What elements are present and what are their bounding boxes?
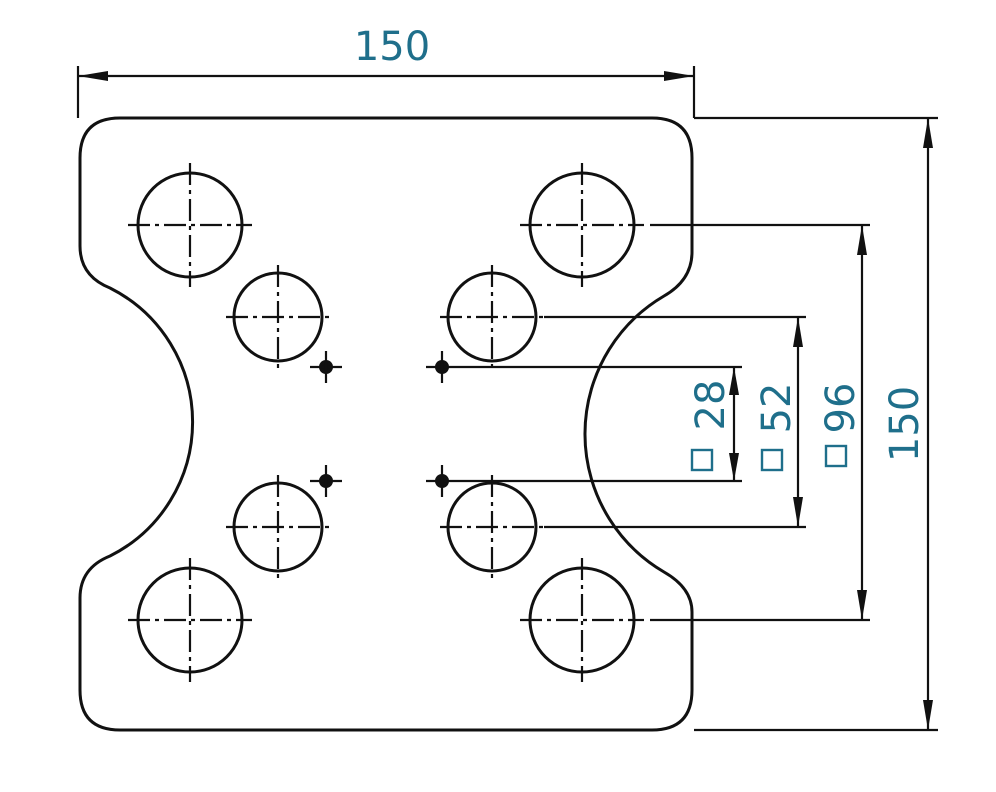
medium-hole-lower-right xyxy=(440,475,544,579)
dimension-square-96: 96 xyxy=(650,223,870,622)
dimension-overall-width: 150 xyxy=(76,24,696,118)
small-hole-upper-left xyxy=(310,351,342,383)
dimension-text-square-52: 52 xyxy=(754,383,800,434)
large-hole-top-right xyxy=(520,163,644,287)
small-hole-lower-left xyxy=(310,465,342,497)
large-hole-bottom-right xyxy=(520,558,644,682)
large-hole-top-left xyxy=(128,163,252,287)
plate-outline xyxy=(78,116,694,732)
dimension-text-overall-height: 150 xyxy=(882,386,928,462)
small-hole-lower-right xyxy=(426,465,458,497)
dimension-square-28: 28 xyxy=(458,365,742,483)
medium-hole-lower-left xyxy=(226,475,330,579)
dimension-square-52: 52 xyxy=(544,315,806,529)
square-symbol-52 xyxy=(760,448,784,472)
dimension-text-square-28: 28 xyxy=(688,380,734,431)
square-symbol-96 xyxy=(824,444,848,468)
small-hole-upper-right xyxy=(426,351,458,383)
medium-hole-upper-right xyxy=(440,265,544,369)
dimension-text-overall-width: 150 xyxy=(354,24,430,70)
dimension-text-square-96: 96 xyxy=(818,383,864,434)
large-hole-bottom-left xyxy=(128,558,252,682)
dimension-overall-height: 150 xyxy=(694,116,938,732)
medium-hole-upper-left xyxy=(226,265,330,369)
square-symbol-28 xyxy=(690,448,714,472)
